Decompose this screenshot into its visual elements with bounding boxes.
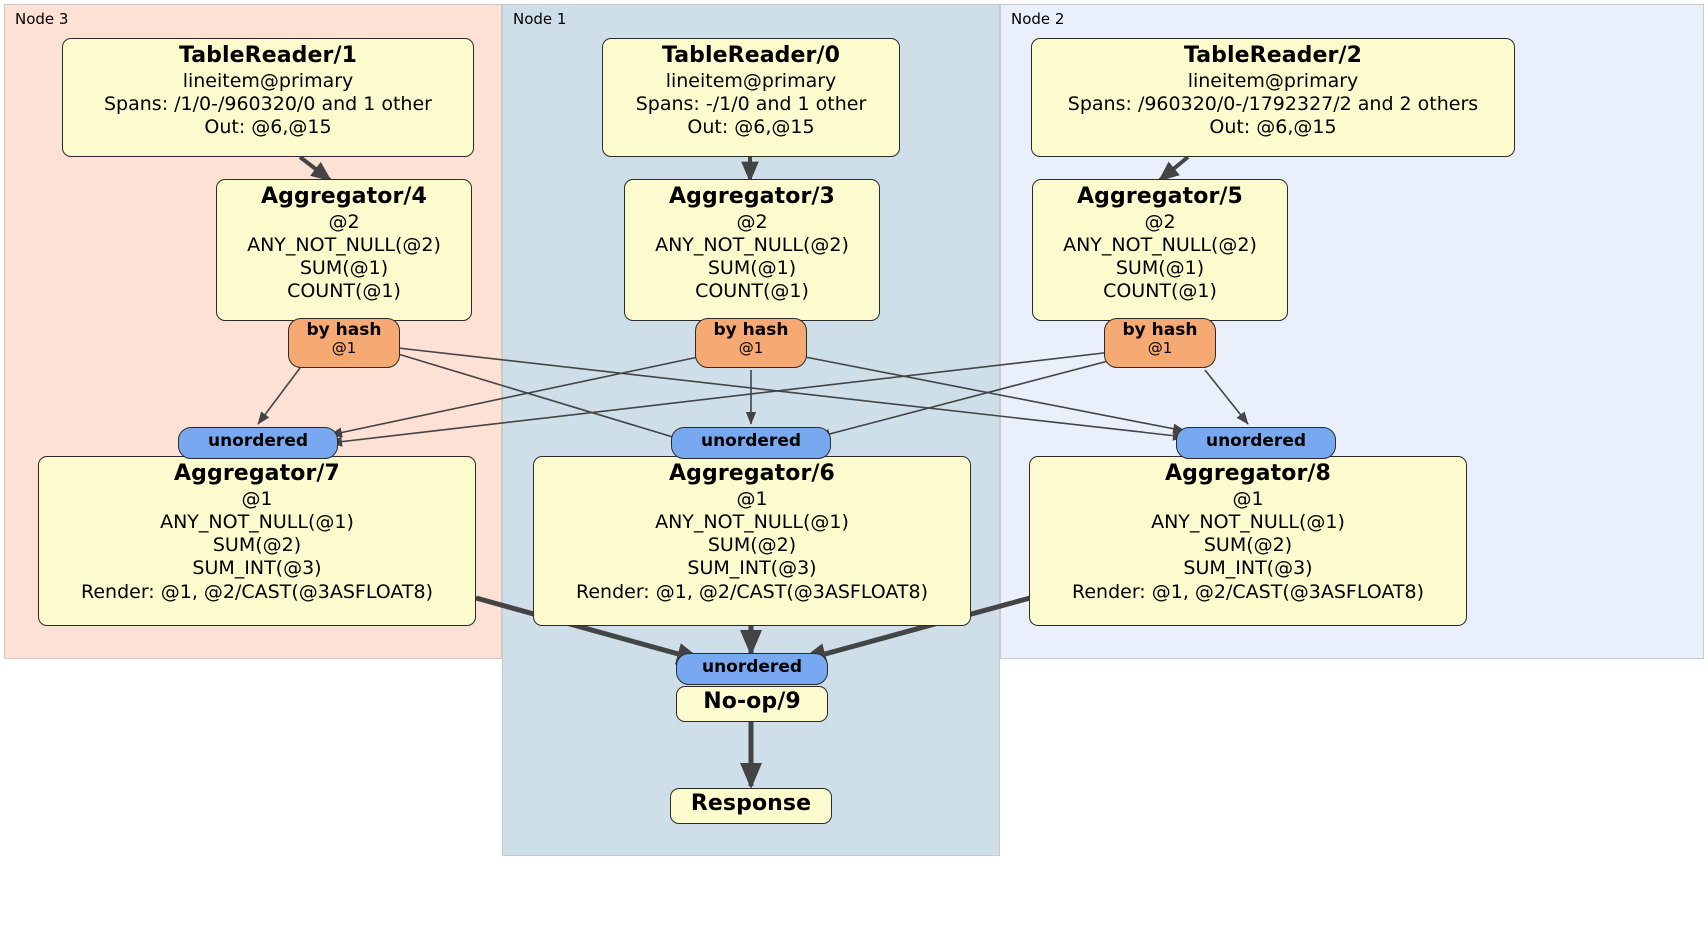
- processor-title: TableReader/1: [178, 43, 358, 68]
- processor-line: Render: @1, @2/CAST(@3ASFLOAT8): [1072, 580, 1424, 603]
- processor-title: Aggregator/4: [261, 184, 427, 209]
- unordered-stream-center[interactable]: unordered: [671, 427, 831, 459]
- unordered-stream-final[interactable]: unordered: [676, 653, 828, 685]
- processor-title: Aggregator/7: [174, 461, 340, 486]
- processor-aggregator-7[interactable]: Aggregator/7 @1 ANY_NOT_NULL(@1) SUM(@2)…: [38, 456, 476, 626]
- router-title: unordered: [207, 431, 309, 451]
- processor-tablereader-0[interactable]: TableReader/0 lineitem@primary Spans: -/…: [602, 38, 900, 157]
- processor-line: @2: [736, 210, 768, 233]
- processor-aggregator-3[interactable]: Aggregator/3 @2 ANY_NOT_NULL(@2) SUM(@1)…: [624, 179, 880, 321]
- processor-aggregator-6[interactable]: Aggregator/6 @1 ANY_NOT_NULL(@1) SUM(@2)…: [533, 456, 971, 626]
- router-subtitle: @1: [738, 339, 764, 358]
- processor-line: ANY_NOT_NULL(@2): [247, 234, 441, 256]
- processor-title: No-op/9: [703, 689, 801, 714]
- processor-title: Aggregator/3: [669, 184, 835, 209]
- processor-line: @2: [328, 210, 360, 233]
- processor-aggregator-5[interactable]: Aggregator/5 @2 ANY_NOT_NULL(@2) SUM(@1)…: [1032, 179, 1288, 321]
- processor-line: SUM(@1): [1115, 257, 1205, 280]
- processor-title: Response: [690, 791, 812, 816]
- processor-line: SUM_INT(@3): [1183, 557, 1313, 580]
- processor-line: SUM_INT(@3): [687, 557, 817, 580]
- processor-line: Spans: /960320/0-/1792327/2 and 2 others: [1067, 93, 1479, 115]
- hash-router-right[interactable]: by hash @1: [1104, 318, 1216, 368]
- processor-response[interactable]: Response: [670, 788, 832, 824]
- processor-tablereader-2[interactable]: TableReader/2 lineitem@primary Spans: /9…: [1031, 38, 1515, 157]
- processor-line: ANY_NOT_NULL(@1): [655, 511, 849, 533]
- processor-title: TableReader/0: [661, 43, 841, 68]
- processor-line: ANY_NOT_NULL(@1): [1151, 511, 1345, 533]
- router-title: unordered: [700, 431, 802, 451]
- processor-line: Render: @1, @2/CAST(@3ASFLOAT8): [576, 580, 928, 603]
- processor-aggregator-8[interactable]: Aggregator/8 @1 ANY_NOT_NULL(@1) SUM(@2)…: [1029, 456, 1467, 626]
- node-panel-label-node3: Node 3: [15, 10, 69, 28]
- processor-noop-9[interactable]: No-op/9: [676, 686, 828, 722]
- processor-aggregator-4[interactable]: Aggregator/4 @2 ANY_NOT_NULL(@2) SUM(@1)…: [216, 179, 472, 321]
- processor-line: @2: [1144, 210, 1176, 233]
- node-panel-label-node2: Node 2: [1011, 10, 1065, 28]
- node-panel-label-node1: Node 1: [513, 10, 567, 28]
- processor-title: Aggregator/8: [1165, 461, 1331, 486]
- router-title: by hash: [713, 320, 789, 340]
- processor-line: @1: [1232, 487, 1264, 510]
- processor-line: Spans: /1/0-/960320/0 and 1 other: [104, 93, 432, 115]
- processor-line: @1: [736, 487, 768, 510]
- processor-line: SUM(@1): [299, 257, 389, 280]
- router-title: unordered: [1205, 431, 1307, 451]
- processor-line: ANY_NOT_NULL(@2): [655, 234, 849, 256]
- hash-router-center[interactable]: by hash @1: [695, 318, 807, 368]
- unordered-stream-left[interactable]: unordered: [178, 427, 338, 459]
- processor-line: COUNT(@1): [695, 280, 809, 303]
- processor-line: SUM(@1): [707, 257, 797, 280]
- processor-line: SUM(@2): [212, 534, 302, 557]
- processor-line: ANY_NOT_NULL(@1): [160, 511, 354, 533]
- processor-title: TableReader/2: [1183, 43, 1363, 68]
- router-title: unordered: [701, 657, 803, 677]
- router-subtitle: @1: [1147, 339, 1173, 358]
- processor-line: Render: @1, @2/CAST(@3ASFLOAT8): [81, 580, 433, 603]
- processor-line: Out: @6,@15: [687, 116, 815, 139]
- router-subtitle: @1: [331, 339, 357, 358]
- unordered-stream-right[interactable]: unordered: [1176, 427, 1336, 459]
- processor-line: Out: @6,@15: [204, 116, 332, 139]
- processor-line: SUM_INT(@3): [192, 557, 322, 580]
- processor-line: SUM(@2): [707, 534, 797, 557]
- router-title: by hash: [1122, 320, 1198, 340]
- processor-line: COUNT(@1): [1103, 280, 1217, 303]
- processor-tablereader-1[interactable]: TableReader/1 lineitem@primary Spans: /1…: [62, 38, 474, 157]
- processor-line: Spans: -/1/0 and 1 other: [635, 93, 867, 115]
- processor-line: lineitem@primary: [665, 69, 837, 92]
- hash-router-left[interactable]: by hash @1: [288, 318, 400, 368]
- processor-line: ANY_NOT_NULL(@2): [1063, 234, 1257, 256]
- processor-title: Aggregator/5: [1077, 184, 1243, 209]
- processor-line: @1: [241, 487, 273, 510]
- router-title: by hash: [306, 320, 382, 340]
- processor-line: SUM(@2): [1203, 534, 1293, 557]
- processor-line: Out: @6,@15: [1209, 116, 1337, 139]
- processor-line: COUNT(@1): [287, 280, 401, 303]
- processor-line: lineitem@primary: [1187, 69, 1359, 92]
- processor-line: lineitem@primary: [182, 69, 354, 92]
- processor-title: Aggregator/6: [669, 461, 835, 486]
